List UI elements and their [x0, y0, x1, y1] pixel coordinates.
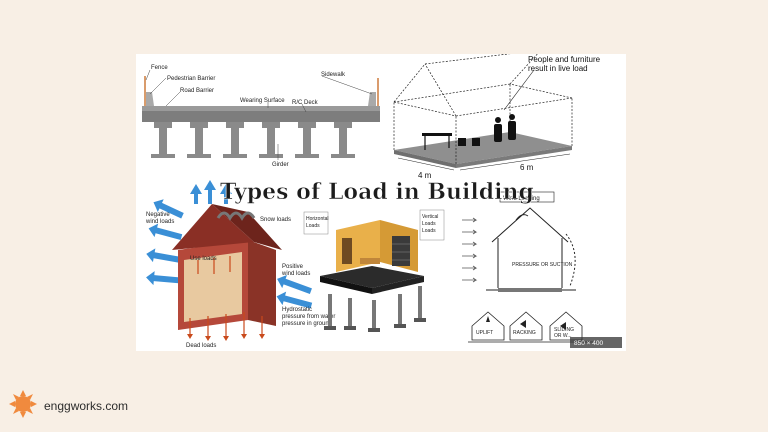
- brand-link[interactable]: enggworks.com: [44, 399, 129, 413]
- room-callout-right-1: Vertical: [422, 214, 438, 220]
- sliding-label-2: OR W...: [554, 333, 572, 339]
- room-callout-left-1: Horizontal: [306, 216, 329, 222]
- dimension-badge-text: 850 × 400: [574, 340, 603, 347]
- positive-wind-label-2: wind loads: [281, 271, 310, 277]
- article-image: Fence Pedestrian Barrier Road Barrier Si…: [136, 54, 626, 351]
- fence-label: Fence: [151, 65, 168, 71]
- bridge-diagram: Fence Pedestrian Barrier Road Barrier Si…: [142, 65, 380, 168]
- site-footer: enggworks.com: [8, 388, 128, 424]
- live-load-caption-2: result in live load: [528, 64, 588, 73]
- hydrostatic-label-2: pressure from water: [282, 314, 335, 320]
- wind-loading-diagram: Wind Loading PRESSURE OR SUCTION: [462, 191, 596, 343]
- wearing-surface-label: Wearing Surface: [240, 98, 285, 104]
- positive-wind-label-1: Positive: [282, 264, 304, 270]
- dim-depth-label: 6 m: [520, 163, 534, 172]
- image-title: Types of Load in Building: [220, 179, 534, 205]
- hydrostatic-label-1: Hydrostatic: [282, 307, 312, 313]
- girder-label: Girder: [272, 162, 289, 168]
- dead-loads-label: Dead loads: [186, 343, 216, 349]
- sliding-label-1: SLIDING: [554, 327, 574, 333]
- negative-wind-label-1: Negative: [146, 212, 170, 218]
- wind-loading-label: Wind Loading: [503, 196, 540, 202]
- rc-deck-label: R/C Deck: [292, 100, 319, 106]
- dimension-badge: [570, 337, 622, 348]
- sidewalk-label: Sidewalk: [321, 72, 346, 78]
- dim-width-label: 4 m: [418, 171, 432, 180]
- snow-loads-label: Snow loads: [260, 217, 291, 223]
- house-loads-diagram: Negative wind loads Snow loads Use loads…: [145, 180, 335, 349]
- pressure-suction-label: PRESSURE OR SUCTION: [512, 262, 573, 268]
- gear-sun-logo-icon[interactable]: [8, 389, 38, 424]
- racking-label: RACKING: [513, 330, 536, 336]
- room-loads-diagram: Horizontal Loads Vertical Loads Loads: [303, 209, 445, 332]
- hydrostatic-label-3: pressure in ground: [282, 321, 332, 327]
- room-callout-right-2: Loads: [422, 221, 436, 227]
- pedestrian-barrier-label: Pedestrian Barrier: [167, 76, 215, 82]
- use-loads-label: Use loads: [190, 256, 217, 262]
- negative-wind-label-2: wind loads: [145, 219, 174, 225]
- live-load-diagram: 4 m 6 m People and furniture result in l…: [393, 54, 601, 180]
- room-callout-left-2: Loads: [306, 223, 320, 229]
- uplift-label: UPLIFT: [476, 330, 493, 336]
- road-barrier-label: Road Barrier: [180, 88, 214, 94]
- room-callout-right-3: Loads: [422, 228, 436, 234]
- live-load-caption-1: People and furniture: [528, 55, 601, 64]
